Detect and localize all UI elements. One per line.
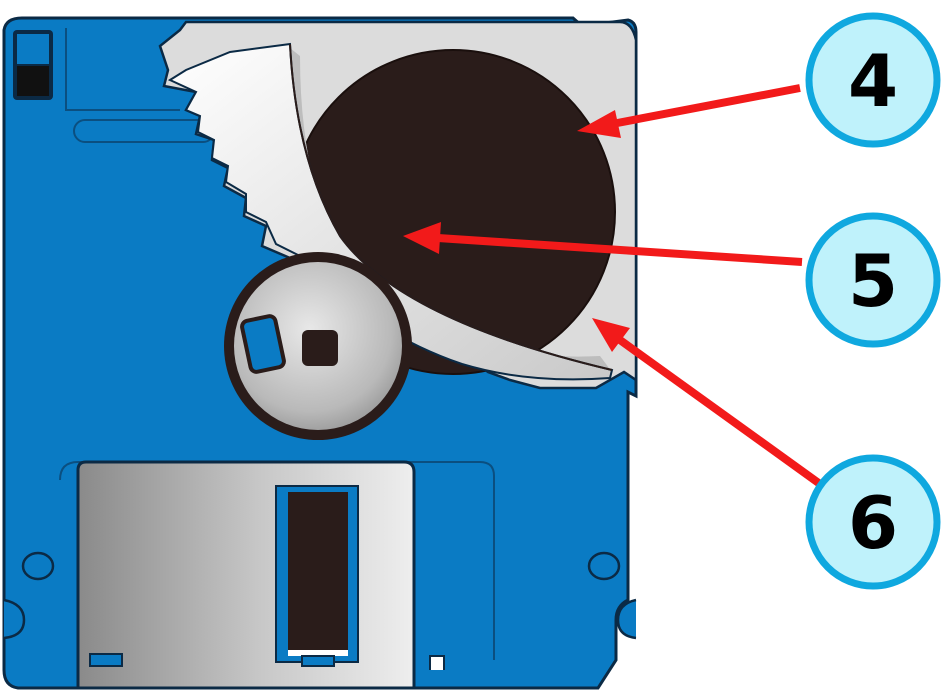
callout-4-label: 4 [848,39,898,123]
arrow-6 [592,318,823,488]
pointer-arrows [403,84,823,488]
alignment-holes [3,551,637,640]
callout-6-label: 6 [848,481,898,565]
callout-6: 6 [805,454,941,590]
write-protect-tab [13,30,53,100]
arrow-4 [577,84,801,138]
liner-fold [289,43,613,371]
shutter-slot [429,655,445,670]
callout-5: 5 [805,212,941,348]
metal-shutter [76,460,416,690]
center-hub [224,252,412,440]
callout-4: 4 [805,12,941,148]
arrow-5 [403,222,803,266]
callout-5-label: 5 [848,239,898,323]
